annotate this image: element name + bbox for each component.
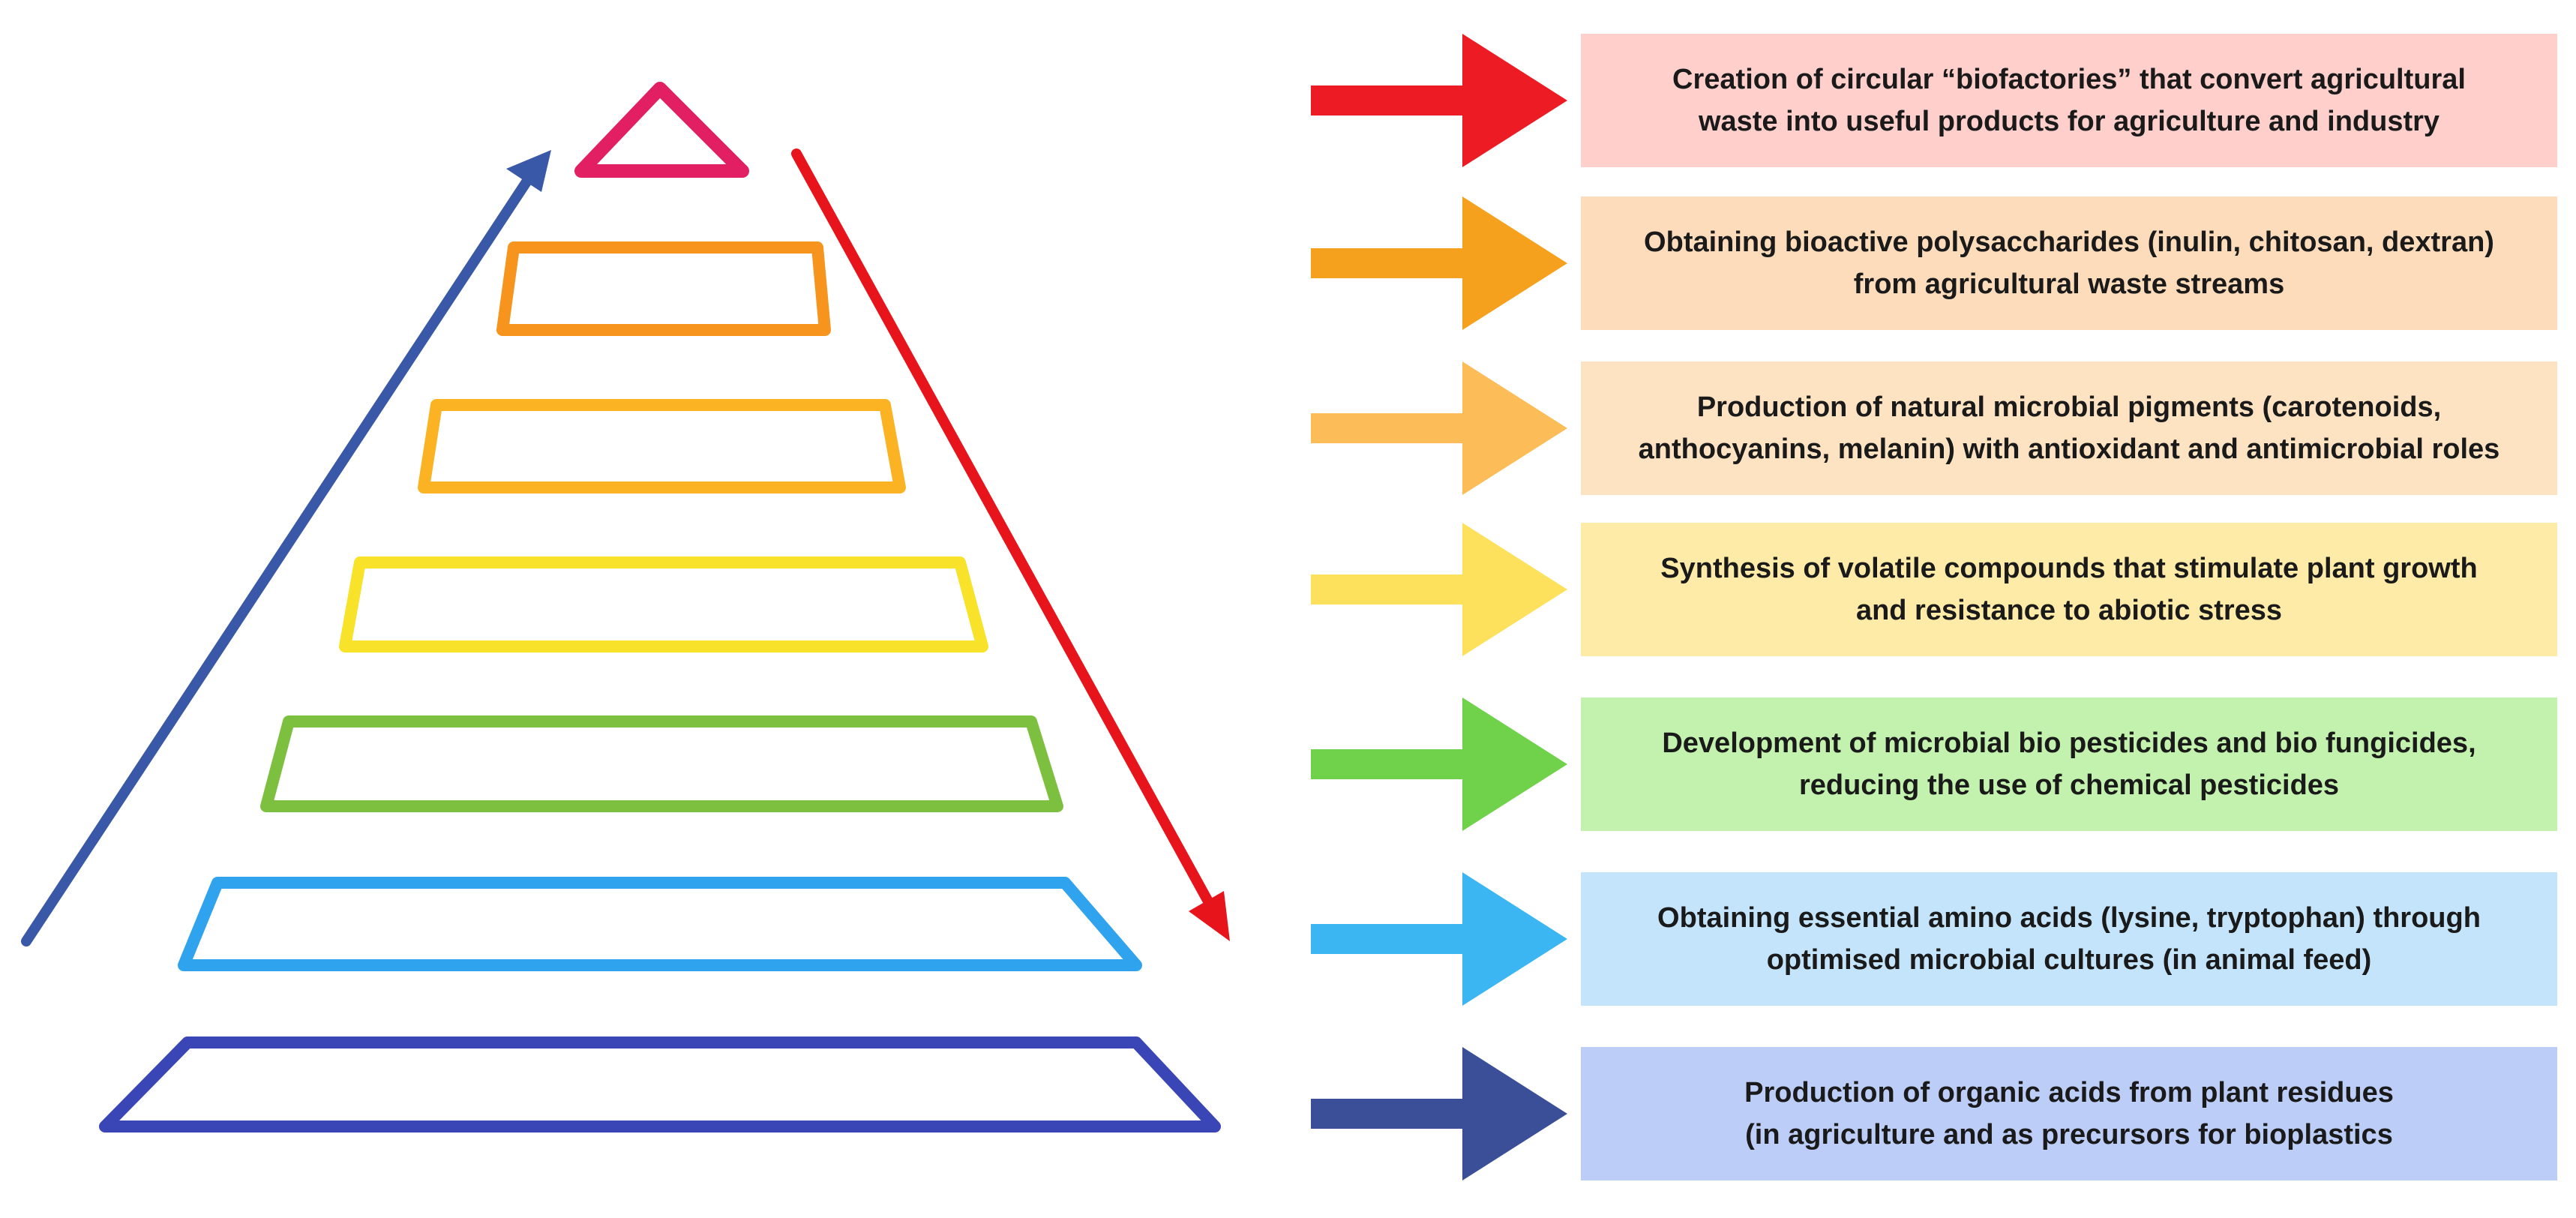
level-arrow-6 xyxy=(1311,872,1567,1006)
description-box-5: Development of microbial bio pesticides … xyxy=(1581,698,2557,831)
level-arrow-4 xyxy=(1311,523,1567,656)
level-arrow-3 xyxy=(1311,362,1567,495)
pyramid-tier-2 xyxy=(496,242,831,336)
flow-arrows xyxy=(21,148,1230,946)
pyramid-tier-3 xyxy=(418,399,906,494)
description-box-7: Production of organic acids from plant r… xyxy=(1581,1047,2557,1180)
pyramid-tier-7 xyxy=(99,1036,1221,1132)
upward-flow-arrowhead xyxy=(506,150,551,192)
description-box-3: Production of natural microbial pigments… xyxy=(1581,362,2557,495)
description-text-3: Production of natural microbial pigments… xyxy=(1638,392,2500,465)
description-text-7: Production of organic acids from plant r… xyxy=(1744,1077,2394,1150)
level-arrow-5 xyxy=(1311,698,1567,831)
description-text-6: Obtaining essential amino acids (lysine,… xyxy=(1657,902,2481,976)
pyramid-tiers xyxy=(99,82,1221,1132)
pyramid-tier-4 xyxy=(339,556,988,652)
description-box-2: Obtaining bioactive polysaccharides (inu… xyxy=(1581,196,2557,330)
downward-flow-arrowhead xyxy=(1189,891,1230,941)
level-arrow-7 xyxy=(1311,1047,1567,1180)
description-text-1: Creation of circular “biofactories” that… xyxy=(1672,64,2466,137)
description-box-4: Synthesis of volatile compounds that sti… xyxy=(1581,523,2557,656)
description-box-6: Obtaining essential amino acids (lysine,… xyxy=(1581,872,2557,1006)
level-arrow-2 xyxy=(1311,196,1567,330)
description-box-1: Creation of circular “biofactories” that… xyxy=(1581,34,2557,167)
upward-flow-arrow xyxy=(21,173,534,946)
level-arrow-1 xyxy=(1311,34,1567,167)
pyramid-tier-6 xyxy=(178,877,1142,971)
description-text-5: Development of microbial bio pesticides … xyxy=(1662,728,2476,801)
pyramid-tier-5 xyxy=(260,716,1063,812)
level-arrows xyxy=(1311,34,1567,1180)
description-text-2: Obtaining bioactive polysaccharides (inu… xyxy=(1644,226,2494,300)
description-text-4: Synthesis of volatile compounds that sti… xyxy=(1660,553,2478,626)
pyramid-tier-1 xyxy=(574,82,749,178)
downward-flow-arrow xyxy=(791,148,1213,905)
